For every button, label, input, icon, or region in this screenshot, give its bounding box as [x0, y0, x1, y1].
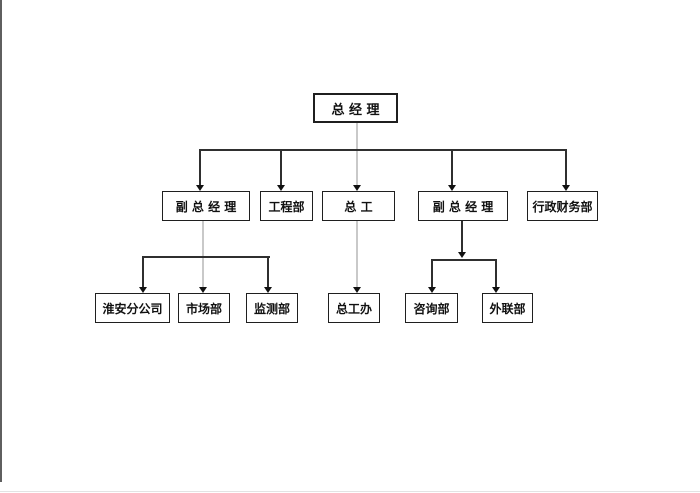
arrowhead-deputy-gm-right	[448, 185, 456, 191]
connector-deputy-left-to-marketing	[202, 221, 204, 287]
arrowhead-consulting	[428, 287, 436, 293]
org-node-general-manager[interactable]: 总 经 理	[313, 93, 398, 123]
page-left-edge	[0, 0, 2, 482]
connector-drop-huaian	[142, 256, 144, 287]
connector-drop-external	[495, 259, 497, 287]
org-node-external-relations-dept[interactable]: 外联部	[482, 293, 533, 323]
arrowhead-admin-finance	[562, 185, 570, 191]
connector-deputy-right-stem	[461, 221, 463, 253]
connector-chief-to-office	[356, 221, 358, 287]
arrowhead-deputy-gm-left	[196, 185, 204, 191]
connector-gm-to-chief-engineer	[356, 123, 358, 185]
connector-left-branch-horizontal	[142, 256, 270, 258]
page-bottom-divider	[0, 491, 700, 492]
org-node-engineering-dept[interactable]: 工程部	[260, 191, 313, 221]
arrowhead-external	[492, 287, 500, 293]
connector-level1-horizontal	[199, 149, 567, 151]
connector-drop-admin-finance	[565, 149, 567, 185]
connector-right-branch-horizontal	[431, 259, 497, 261]
connector-drop-deputy-gm-left	[199, 149, 201, 185]
org-node-marketing-dept[interactable]: 市场部	[178, 293, 230, 323]
org-node-monitoring-dept[interactable]: 监测部	[246, 293, 298, 323]
arrowhead-right-junction	[458, 252, 466, 258]
arrowhead-monitoring	[264, 287, 272, 293]
org-node-deputy-gm-left[interactable]: 副 总 经 理	[162, 191, 250, 221]
org-node-chief-engineer[interactable]: 总 工	[322, 191, 395, 221]
arrowhead-chief-engineer	[353, 185, 361, 191]
connector-drop-monitoring	[267, 256, 269, 287]
org-node-consulting-dept[interactable]: 咨询部	[405, 293, 458, 323]
arrowhead-huaian	[139, 287, 147, 293]
org-node-chief-engineer-office[interactable]: 总工办	[328, 293, 380, 323]
connector-drop-consulting	[431, 259, 433, 287]
org-node-huaian-branch[interactable]: 淮安分公司	[95, 293, 170, 323]
arrowhead-marketing	[199, 287, 207, 293]
connector-drop-engineering	[280, 149, 282, 185]
org-node-deputy-gm-right[interactable]: 副 总 经 理	[418, 191, 508, 221]
org-node-admin-finance-dept[interactable]: 行政财务部	[527, 191, 598, 221]
connector-drop-deputy-gm-right	[451, 149, 453, 185]
arrowhead-chief-office	[353, 287, 361, 293]
arrowhead-engineering	[277, 185, 285, 191]
